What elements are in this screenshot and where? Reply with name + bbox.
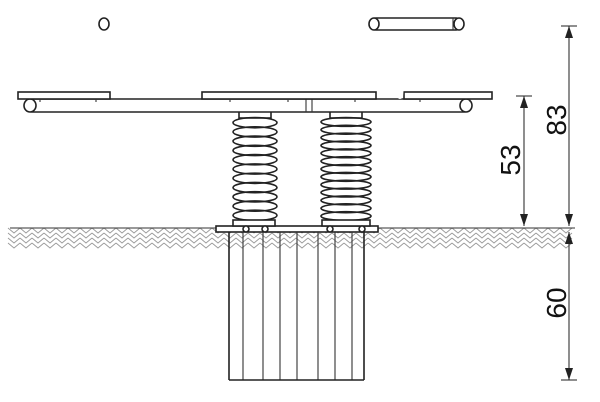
right-spring <box>320 107 372 233</box>
foundation-block <box>215 225 379 381</box>
left-handle <box>98 17 148 95</box>
left-seat <box>17 91 111 102</box>
right-handle <box>368 17 465 99</box>
right-seat <box>403 91 493 102</box>
seesaw-beam <box>23 98 473 113</box>
ground-soil-hatching <box>7 227 573 249</box>
left-spring <box>232 107 278 233</box>
dimension-lines <box>516 25 577 381</box>
spring-height-dimension: 53 <box>495 144 526 175</box>
total-height-dimension: 83 <box>541 104 572 135</box>
foundation-depth-dimension: 60 <box>541 287 572 318</box>
center-seat <box>201 91 377 102</box>
